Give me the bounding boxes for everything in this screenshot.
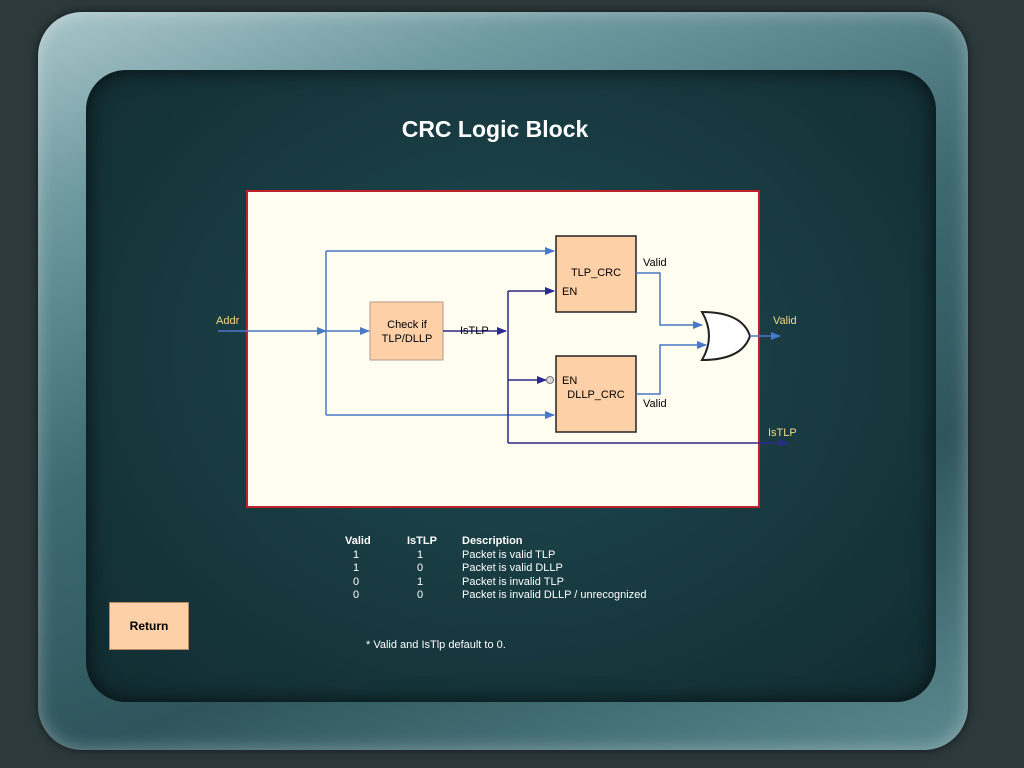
dllp-en-inverter-bubble — [546, 376, 554, 384]
cell-istlp: 0 — [417, 589, 424, 602]
cell-description: Packet is valid TLP — [462, 548, 556, 561]
default-note: * Valid and IsTlp default to 0. — [366, 639, 506, 651]
truth-table-header: Valid IsTLP Description — [340, 534, 672, 548]
check-block — [369, 301, 444, 361]
header-valid: Valid — [345, 535, 371, 547]
tlp-crc-block — [555, 235, 637, 313]
diagram-panel — [246, 190, 760, 508]
return-button[interactable]: Return — [109, 602, 189, 650]
tlp-crc-en: EN — [562, 286, 577, 298]
cell-valid: 1 — [353, 548, 360, 561]
check-block-line2: TLP/DLLP — [382, 333, 433, 345]
cell-description: Packet is valid DLLP — [462, 562, 563, 575]
cell-description: Packet is invalid DLLP / unrecognized — [462, 589, 647, 602]
istlp-internal-label: IsTLP — [460, 325, 489, 337]
slide-title: CRC Logic Block — [401, 116, 589, 142]
cell-description: Packet is invalid TLP — [462, 575, 564, 588]
table-row: 1 1 Packet is valid TLP — [340, 548, 672, 562]
or-gate — [700, 310, 752, 362]
cell-valid: 1 — [353, 562, 360, 575]
dllp-crc-valid: Valid — [643, 398, 667, 410]
header-description: Description — [462, 535, 523, 547]
valid-output-label: Valid — [773, 315, 797, 327]
istlp-output-label: IsTLP — [768, 427, 797, 439]
cell-istlp: 0 — [417, 562, 424, 575]
table-row: 0 1 Packet is invalid TLP — [340, 575, 672, 589]
tlp-crc-valid: Valid — [643, 257, 667, 269]
dllp-crc-block — [555, 355, 637, 433]
tlp-crc-name: TLP_CRC — [571, 267, 621, 279]
addr-label: Addr — [216, 315, 240, 327]
check-block-line1: Check if — [387, 319, 428, 331]
dllp-crc-name: DLLP_CRC — [567, 389, 625, 401]
header-istlp: IsTLP — [407, 535, 437, 547]
cell-valid: 0 — [353, 575, 360, 588]
cell-istlp: 1 — [417, 575, 424, 588]
cell-istlp: 1 — [417, 548, 424, 561]
table-row: 1 0 Packet is valid DLLP — [340, 562, 672, 576]
dllp-valid-wire — [636, 341, 707, 395]
truth-table: Valid IsTLP Description 1 1 Packet is va… — [340, 534, 672, 602]
dllp-crc-en: EN — [562, 375, 577, 387]
cell-valid: 0 — [353, 589, 360, 602]
table-row: 0 0 Packet is invalid DLLP / unrecognize… — [340, 589, 672, 603]
tlp-valid-wire — [636, 272, 703, 329]
